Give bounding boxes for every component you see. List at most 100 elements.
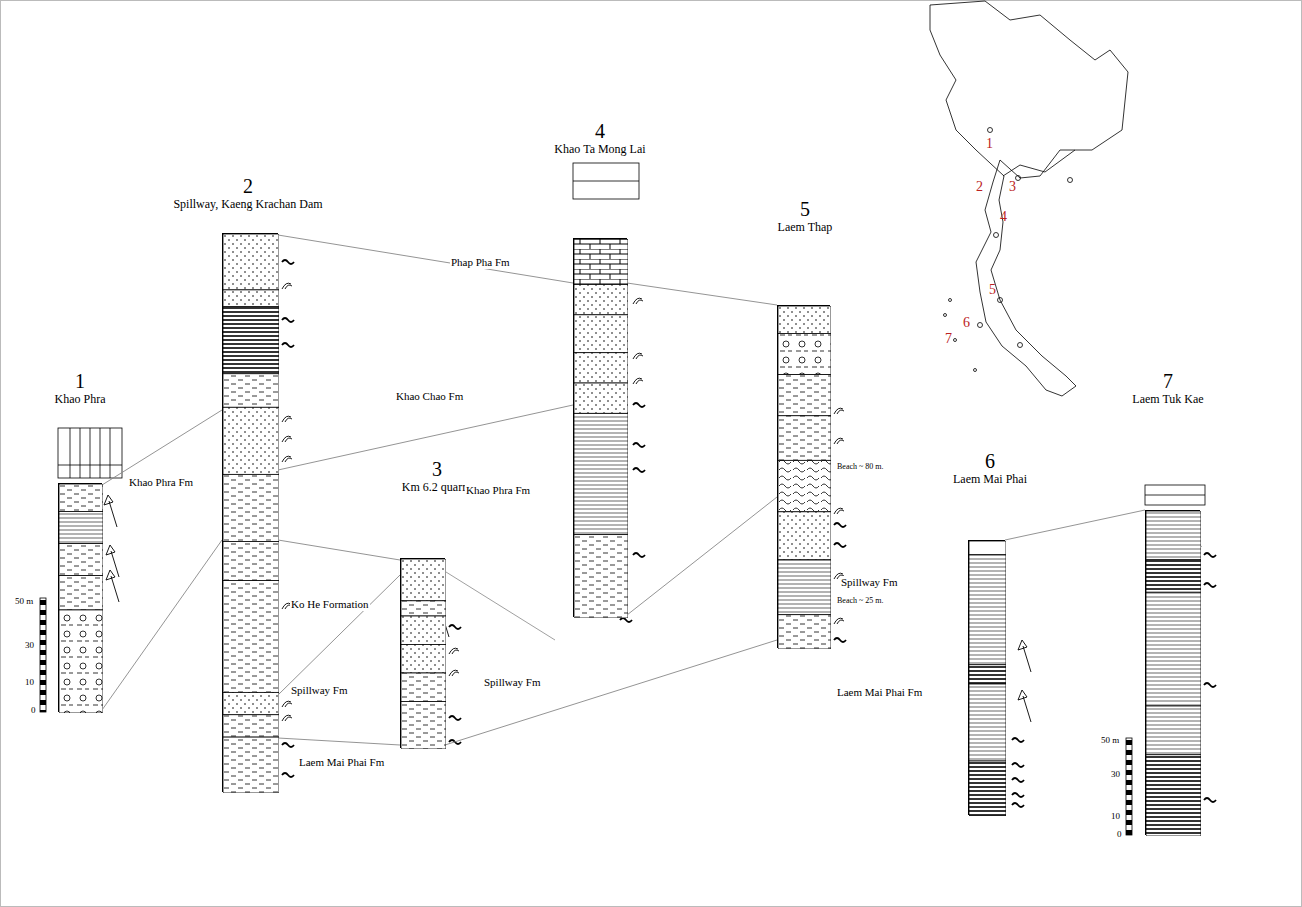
trace-fossil-symbol (834, 543, 846, 547)
section-name: Khao Phra (0, 392, 190, 407)
bed (223, 581, 279, 693)
section-name: Spillway, Kaeng Krachan Dam (138, 197, 358, 212)
country-outline (930, 1, 1128, 396)
trace-fossil-symbol (1012, 803, 1024, 807)
section-number: 4 (490, 120, 710, 142)
location-map (930, 1, 1128, 396)
bed (574, 284, 628, 314)
trace-fossil-symbol (633, 443, 645, 447)
bed (59, 511, 103, 543)
trace-fossil-symbol (1204, 798, 1216, 802)
correlation-line (278, 738, 400, 745)
bed (778, 375, 831, 416)
lithology-fill (1146, 511, 1201, 836)
map-number: 6 (962, 316, 971, 329)
bed (223, 407, 279, 474)
map-number: 3 (1008, 180, 1017, 193)
section-number: 7 (1058, 370, 1278, 392)
correlation-line (1005, 510, 1145, 540)
section-number: 6 (880, 450, 1100, 472)
lithology-column (58, 483, 102, 712)
correlation-line (278, 235, 573, 283)
trace-fossil-symbol (1204, 583, 1216, 587)
bed (223, 541, 279, 580)
scale-label: 30 (1110, 768, 1121, 781)
formation-label: Laem Mai Phai Fm (836, 686, 923, 699)
formation-label: Khao Phra Fm (128, 476, 194, 489)
bed (401, 601, 446, 616)
bed (574, 353, 628, 383)
ripple-symbol (282, 283, 292, 289)
section-column: 4Khao Ta Mong Lai (490, 120, 710, 617)
bed (223, 374, 279, 408)
ripple-symbol (282, 416, 292, 422)
trace-fossil-symbol (282, 743, 294, 747)
fossil-symbol (106, 545, 119, 577)
bed (778, 512, 831, 560)
section-name: Laem Mai Phai (880, 472, 1100, 487)
bed (778, 560, 831, 615)
ripple-symbol (633, 378, 643, 384)
section-name: Laem Tuk Kae (1058, 392, 1278, 407)
bed (574, 239, 628, 284)
bed (59, 544, 103, 576)
note-label: Beach ~ 80 m. (836, 460, 885, 473)
ripple-symbol (834, 618, 844, 624)
bed (574, 413, 628, 534)
formation-label: Spillway Fm (290, 684, 349, 697)
connector-layer (102, 235, 1145, 745)
bed (1146, 511, 1201, 560)
trace-fossil-symbol (282, 318, 294, 322)
city-marker (1018, 343, 1023, 348)
correlation-line (627, 283, 777, 305)
correlation-line (278, 540, 400, 560)
bed (969, 684, 1006, 761)
correlation-line (627, 497, 777, 615)
ripple-symbol (449, 648, 459, 654)
ripple-symbol (449, 670, 459, 676)
trace-fossil-symbol (633, 403, 645, 407)
trace-fossil-symbol (1204, 683, 1216, 687)
bed (574, 315, 628, 353)
scale-label: 30 (24, 639, 35, 652)
bed (1146, 560, 1201, 593)
scale-label: 10 (1110, 810, 1121, 823)
island (949, 299, 952, 302)
trace-fossil-symbol (449, 716, 461, 720)
trace-fossil-symbol (282, 260, 294, 264)
bed (1146, 706, 1201, 755)
section-column: 1Khao Phra (0, 370, 190, 712)
bed (778, 333, 831, 374)
correlation-line (446, 572, 555, 640)
bed (59, 610, 103, 713)
bed (1146, 755, 1201, 836)
city-marker (994, 233, 999, 238)
scale-label: 50 m (1100, 734, 1120, 747)
correlation-line (278, 575, 400, 695)
bed (223, 307, 279, 374)
border-line (1003, 150, 1075, 176)
fossil-symbol (1018, 640, 1031, 672)
bed (969, 555, 1006, 665)
trace-fossil-symbol (282, 343, 294, 347)
formation-label: Spillway Fm (840, 576, 899, 589)
trace-fossil-symbol (1012, 763, 1024, 767)
trace-fossil-symbol (1012, 778, 1024, 782)
bed (778, 306, 831, 333)
map-number: 4 (999, 210, 1008, 223)
bed (59, 484, 103, 511)
fossil-symbol (106, 570, 119, 602)
bed (401, 645, 446, 674)
note-label: Beach ~ 25 m. (836, 594, 885, 607)
section-column: 6Laem Mai Phai (880, 450, 1100, 815)
trace-fossil-symbol (834, 638, 846, 642)
scale-label: 0 (30, 704, 37, 717)
ripple-symbol (633, 353, 643, 359)
fossil-symbol (104, 495, 117, 527)
lithology-column (777, 305, 830, 648)
section-name: Laem Thap (695, 220, 915, 235)
bed (574, 535, 628, 618)
map-number: 2 (975, 180, 984, 193)
